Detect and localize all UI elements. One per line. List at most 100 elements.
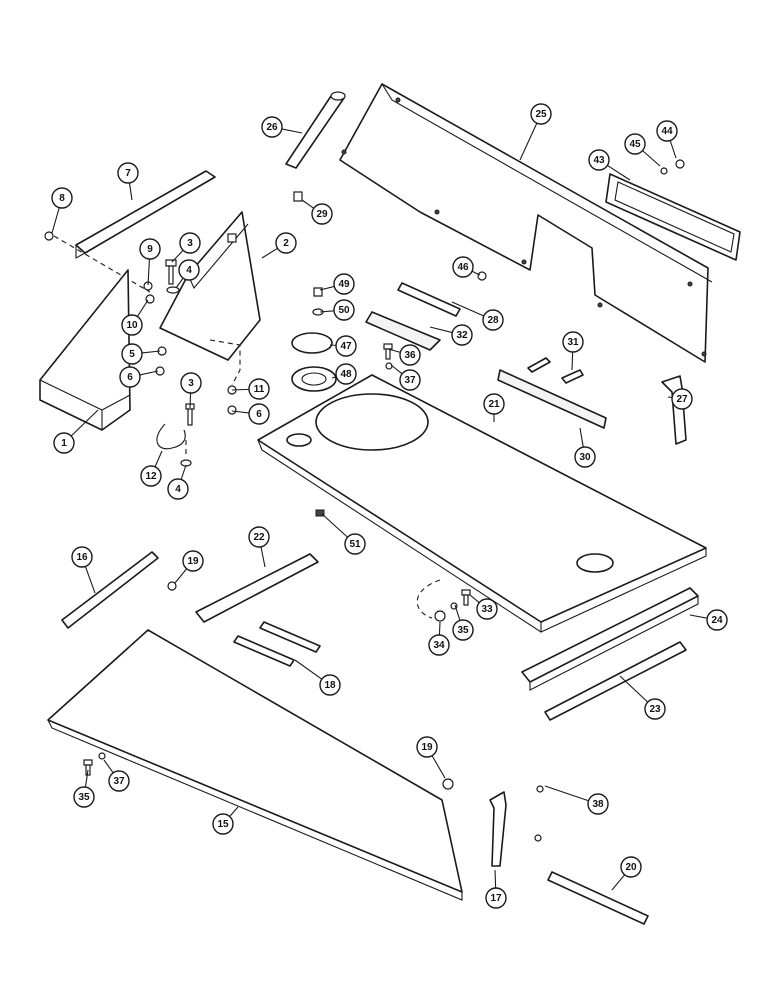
- callout-circle: [275, 232, 297, 254]
- callout-number: 5: [129, 349, 135, 360]
- callout-24: 24: [689, 609, 728, 631]
- part-12-wire: [156, 423, 186, 450]
- callout-circle: [335, 335, 357, 357]
- part-4-washer-b: [180, 440, 192, 467]
- callout-leader: [579, 427, 584, 448]
- part-16-strap: [61, 551, 159, 629]
- callout-leader: [231, 388, 250, 391]
- callout-number: 28: [487, 315, 499, 326]
- callout-4: 4: [167, 464, 189, 500]
- callout-number: 37: [404, 375, 416, 386]
- callout-number: 29: [316, 209, 328, 220]
- callout-leader: [180, 464, 187, 480]
- callout-leader: [175, 277, 184, 289]
- part-25-side-panel: [339, 83, 713, 363]
- callout-19: 19: [416, 736, 446, 779]
- callout-leader: [611, 874, 626, 891]
- callout-15: 15: [212, 806, 239, 835]
- callout-circle: [452, 256, 474, 278]
- callout-leader: [321, 513, 348, 538]
- callout-number: 47: [340, 341, 352, 352]
- callout-number: 48: [340, 369, 352, 380]
- part-15-side-panel: [47, 629, 463, 901]
- callout-circle: [399, 344, 421, 366]
- part-1-bracket: [39, 269, 131, 431]
- callout-43: 43: [588, 149, 631, 181]
- callout-7: 7: [117, 162, 139, 201]
- callout-circle: [483, 393, 505, 415]
- callout-number: 12: [145, 471, 157, 482]
- callout-circle: [212, 813, 234, 835]
- callout-22: 22: [248, 526, 270, 568]
- callout-number: 22: [253, 532, 265, 543]
- callout-leader: [84, 566, 96, 594]
- callout-leader: [494, 869, 497, 889]
- callout-number: 6: [127, 372, 133, 383]
- callout-8: 8: [51, 187, 73, 234]
- callout-6: 6: [119, 366, 159, 388]
- callout-circle: [178, 259, 200, 281]
- callout-35: 35: [73, 769, 95, 808]
- callout-leader: [689, 614, 708, 619]
- callout-number: 44: [661, 126, 673, 137]
- callout-number: 19: [187, 556, 199, 567]
- callout-circle: [53, 432, 75, 454]
- callout-number: 36: [404, 350, 416, 361]
- callout-leader: [642, 150, 661, 167]
- part-32-seal: [365, 311, 441, 351]
- callout-circle: [562, 331, 584, 353]
- part-43-cover-plate: [605, 173, 741, 261]
- callout-circle: [416, 736, 438, 758]
- callout-leader: [139, 370, 159, 376]
- callout-circle: [139, 238, 161, 260]
- callout-20: 20: [611, 856, 642, 891]
- callout-circle: [117, 162, 139, 184]
- callout-leader: [431, 755, 446, 779]
- callout-number: 18: [324, 680, 336, 691]
- callout-27: 27: [667, 388, 693, 410]
- callout-circle: [644, 698, 666, 720]
- callout-number: 1: [61, 438, 67, 449]
- callout-leader: [451, 301, 485, 317]
- callout-number: 17: [490, 893, 502, 904]
- callout-circle: [119, 366, 141, 388]
- part-17-bracket: [489, 791, 507, 867]
- callout-circle: [671, 388, 693, 410]
- callout-34: 34: [428, 621, 450, 656]
- callout-number: 33: [481, 604, 493, 615]
- part-49-screw: [313, 287, 323, 297]
- callout-number: 50: [338, 305, 350, 316]
- part-45-washer: [660, 167, 668, 175]
- part-29-clip: [293, 191, 303, 202]
- callout-leader: [141, 350, 161, 354]
- callout-2: 2: [261, 232, 297, 259]
- callout-number: 45: [629, 139, 641, 150]
- callout-5: 5: [121, 343, 161, 365]
- callout-number: 16: [76, 552, 88, 563]
- part-19-nut: [167, 581, 177, 591]
- callout-circle: [248, 403, 270, 425]
- callout-leader: [171, 249, 184, 263]
- callout-number: 49: [338, 279, 350, 290]
- callout-12: 12: [140, 450, 163, 487]
- callout-17: 17: [485, 869, 507, 909]
- part-3-bolt: [165, 259, 177, 285]
- callout-circle: [248, 526, 270, 548]
- callout-circle: [452, 619, 474, 641]
- callout-circle: [179, 232, 201, 254]
- callout-leader: [571, 351, 574, 371]
- callout-number: 4: [175, 484, 181, 495]
- callout-circle: [108, 770, 130, 792]
- callout-circle: [587, 793, 609, 815]
- callout-10: 10: [121, 299, 149, 336]
- callout-number: 26: [266, 122, 278, 133]
- callout-circle: [620, 856, 642, 878]
- callout-number: 38: [592, 799, 604, 810]
- callout-3: 3: [171, 232, 201, 263]
- callout-leader: [301, 199, 315, 209]
- callout-leader: [438, 621, 441, 636]
- part-22-strip: [195, 553, 319, 623]
- part-21-floor-plate: [257, 374, 707, 634]
- callout-leader: [147, 258, 150, 286]
- callout-number: 23: [649, 704, 661, 715]
